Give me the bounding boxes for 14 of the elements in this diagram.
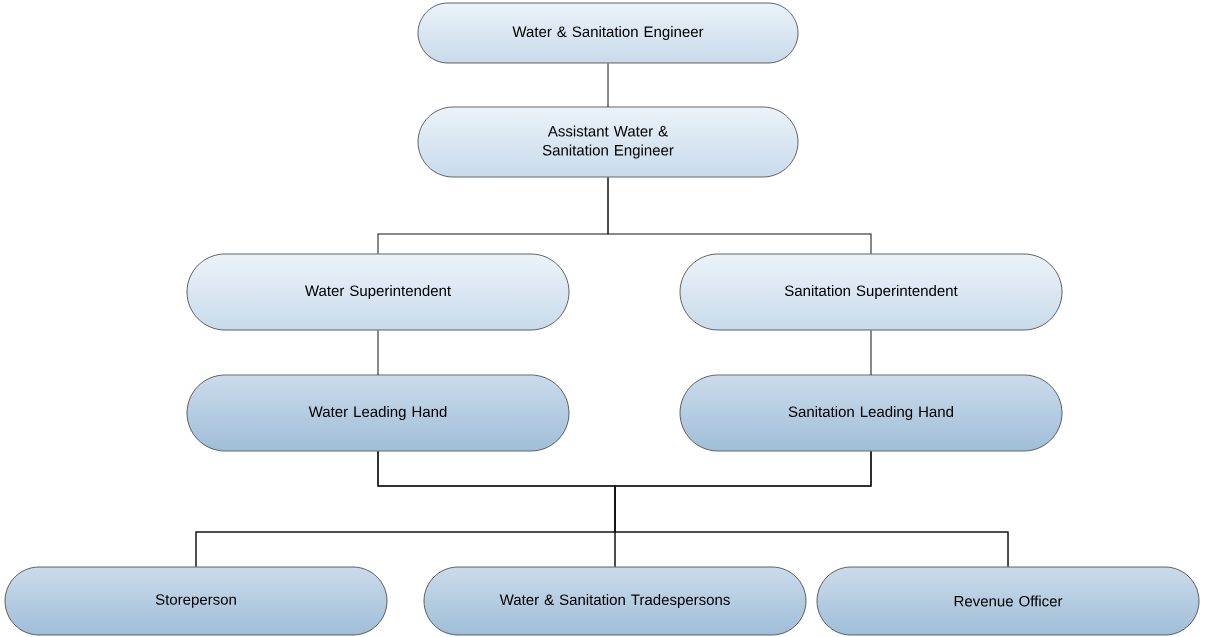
role-box: Sanitation Superintendent [679,253,1063,331]
role-box: Revenue Officer [816,566,1200,636]
connector-line [377,329,379,376]
connector-line [607,176,872,255]
connector-line [614,450,1009,568]
connector-line [870,329,872,376]
role-box: Water Superintendent [186,253,570,331]
connector-line [607,62,609,108]
role-box: Sanitation Leading Hand [679,374,1063,452]
role-box: Storeperson [4,566,388,636]
role-box: Water & Sanitation Tradespersons [423,566,807,636]
role-box: Assistant Water & Sanitation Engineer [417,106,799,178]
role-box: Water Leading Hand [186,374,570,452]
role-box: Water & Sanitation Engineer [417,2,799,64]
